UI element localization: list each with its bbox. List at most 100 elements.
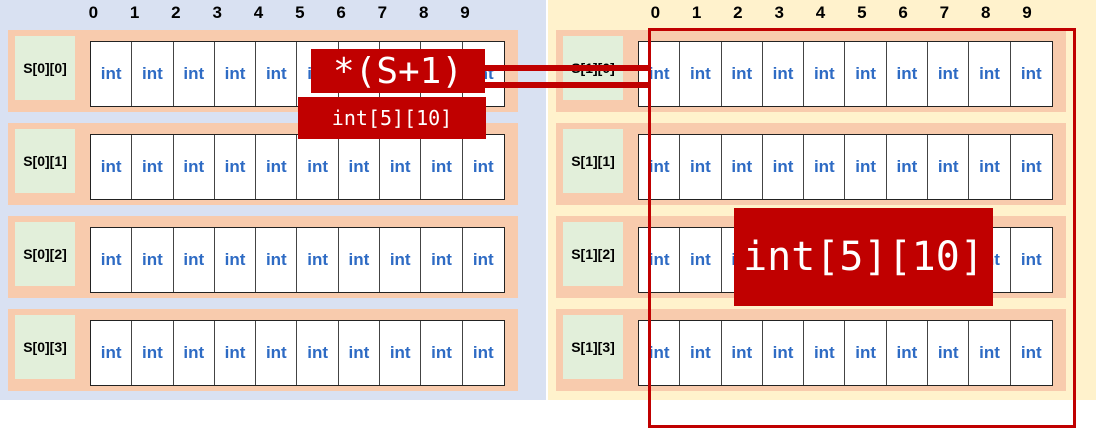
int-cell: int	[928, 135, 970, 199]
int-cell: int	[969, 321, 1011, 385]
int-cell: int	[845, 321, 887, 385]
int-cell: int	[804, 42, 846, 106]
column-index-4: 4	[815, 3, 826, 22]
column-index-3: 3	[212, 3, 222, 22]
int-cell: int	[472, 250, 494, 269]
column-index-2: 2	[733, 3, 743, 22]
int-cell: int	[845, 135, 887, 199]
column-index-0: 0	[88, 3, 99, 22]
column-index-5: 5	[857, 3, 867, 22]
int-cell: int	[680, 135, 722, 199]
int-cell: int	[174, 321, 215, 385]
int-cell: int	[215, 135, 257, 199]
int-cell: int	[380, 135, 422, 199]
column-index-7: 7	[377, 3, 388, 22]
row-label: S[0][1]	[15, 129, 75, 193]
pointer-expression-label: *(S+1)	[311, 49, 485, 93]
row-label: S[0][0]	[15, 36, 75, 100]
int-cell: int	[380, 228, 422, 292]
int-cell: int	[256, 42, 298, 106]
column-index-3: 3	[774, 3, 784, 22]
column-index-0: 0	[650, 3, 661, 22]
column-index-9: 9	[460, 3, 470, 22]
int-cell: int	[91, 135, 133, 199]
block-type-label: int[5][10]	[734, 208, 993, 306]
int-cell: int	[421, 228, 463, 292]
int-cell: int	[380, 321, 422, 385]
int-cell: int	[804, 135, 846, 199]
int-cell: int	[763, 321, 805, 385]
int-cell: int	[928, 321, 970, 385]
int-cell: int	[639, 42, 681, 106]
column-index-1: 1	[691, 3, 702, 22]
int-cell: int	[339, 321, 381, 385]
pointer-type-label: int[5][10]	[298, 97, 486, 139]
int-cell: int	[1020, 157, 1042, 176]
int-cell: int	[969, 135, 1011, 199]
int-cell: int	[722, 321, 763, 385]
int-cell: int	[680, 228, 722, 292]
int-cell: int	[639, 228, 681, 292]
int-cell: int	[174, 135, 215, 199]
int-cell: int	[215, 228, 257, 292]
int-cell: int	[297, 321, 339, 385]
int-cell: int	[887, 321, 929, 385]
int-cell: int	[91, 228, 133, 292]
int-cell: int	[339, 228, 381, 292]
int-cell: int	[969, 42, 1011, 106]
column-index-4: 4	[253, 3, 264, 22]
int-cell: int	[928, 42, 970, 106]
int-cell: int	[132, 42, 174, 106]
row-label: S[0][3]	[15, 315, 75, 379]
int-cell: int	[91, 321, 133, 385]
column-index-9: 9	[1022, 3, 1032, 22]
int-cell: int	[472, 343, 494, 362]
int-cell: int	[722, 135, 763, 199]
column-index-7: 7	[939, 3, 950, 22]
column-index-6: 6	[898, 3, 908, 22]
int-cell: int	[132, 228, 174, 292]
int-cell: int	[421, 321, 463, 385]
int-cell: int	[722, 42, 763, 106]
column-index-8: 8	[418, 3, 429, 22]
int-cell: int	[132, 135, 174, 199]
connector-line-bottom	[485, 82, 651, 88]
int-cell: int	[845, 42, 887, 106]
int-cell: int	[887, 42, 929, 106]
connector-line-top	[485, 65, 651, 71]
column-index-5: 5	[295, 3, 305, 22]
int-cell: int	[91, 42, 133, 106]
int-cell: int	[174, 228, 215, 292]
int-cell: int	[1020, 343, 1042, 362]
row-label: S[0][2]	[15, 222, 75, 286]
int-cell: int	[763, 135, 805, 199]
int-cell: int	[472, 157, 494, 176]
int-cell: int	[297, 135, 339, 199]
int-cell: int	[1020, 64, 1042, 83]
int-cell: int	[297, 228, 339, 292]
int-cell: int	[1020, 250, 1042, 269]
int-cell: int	[639, 321, 681, 385]
int-cell: int	[639, 135, 681, 199]
int-cell: int	[215, 321, 257, 385]
column-index-2: 2	[171, 3, 181, 22]
int-cell: int	[132, 321, 174, 385]
column-index-6: 6	[336, 3, 346, 22]
int-cell: int	[887, 135, 929, 199]
column-index-1: 1	[129, 3, 140, 22]
row-label: S[1][2]	[563, 222, 623, 286]
int-cell: int	[421, 135, 463, 199]
int-cell: int	[174, 42, 215, 106]
int-cell: int	[804, 321, 846, 385]
int-cell: int	[763, 42, 805, 106]
